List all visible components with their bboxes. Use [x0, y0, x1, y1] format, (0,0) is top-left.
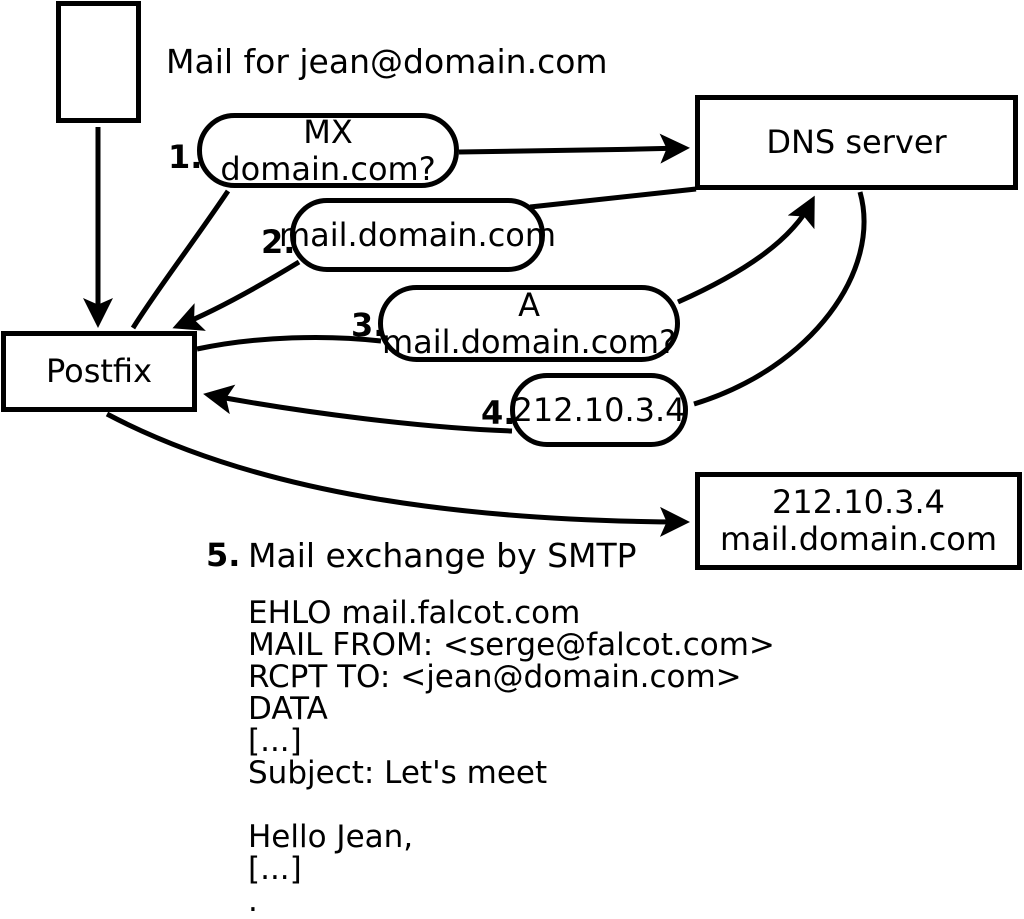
dns-server-node: DNS server: [695, 95, 1018, 190]
diagram-title: Mail for jean@domain.com: [166, 42, 608, 81]
step-number-4: 4.: [481, 394, 516, 432]
smtp-line-blank: [248, 789, 775, 821]
mail-server-hostname: mail.domain.com: [719, 520, 998, 558]
line-postfix-to-bubble1: [130, 189, 231, 330]
postfix-node: Postfix: [1, 331, 197, 412]
mail-server-ip: 212.10.3.4: [771, 483, 946, 521]
step-number-2: 2.: [261, 223, 296, 261]
postfix-label: Postfix: [45, 352, 153, 390]
smtp-transcript: EHLO mail.falcot.com MAIL FROM: <serge@f…: [248, 597, 775, 917]
line-dns-to-bubble2: [529, 186, 697, 210]
arrow-bubble1-to-dns: [458, 133, 690, 164]
arrow-postfix-to-mailserver: [105, 411, 690, 537]
smtp-line: Hello Jean,: [248, 819, 414, 855]
step-number-1: 1.: [168, 138, 203, 176]
line-postfix-to-bubble3: [196, 334, 382, 352]
arrow-bubble4-to-postfix: [203, 384, 513, 434]
smtp-line: MAIL FROM: <serge@falcot.com>: [248, 627, 775, 663]
smtp-step-label: Mail exchange by SMTP: [248, 536, 637, 575]
smtp-line: EHLO mail.falcot.com: [248, 595, 581, 631]
response-bubble-4: 212.10.3.4: [510, 373, 688, 447]
query-bubble-3: A mail.domain.com?: [378, 285, 680, 362]
mail-server-node: 212.10.3.4 mail.domain.com: [695, 472, 1022, 570]
query-bubble-3-label: A mail.domain.com?: [381, 285, 677, 361]
line-dns-to-bubble4: [693, 191, 867, 407]
step-number-5: 5.: [206, 536, 241, 574]
response-bubble-2: mail.domain.com: [279, 198, 556, 272]
envelope-node: [56, 1, 141, 123]
query-bubble-1-label: MX domain.com?: [220, 112, 436, 188]
smtp-line: .: [248, 883, 258, 919]
arrow-bubble2-to-postfix: [172, 259, 301, 331]
smtp-line: RCPT TO: <jean@domain.com>: [248, 659, 742, 695]
smtp-line: Subject: Let's meet: [248, 755, 548, 791]
arrow-bubble3-to-dns: [676, 195, 815, 305]
query-bubble-1: MX domain.com?: [197, 113, 459, 188]
smtp-line: [...]: [248, 851, 302, 887]
smtp-line: DATA: [248, 691, 328, 727]
response-bubble-4-label: 212.10.3.4: [512, 390, 686, 429]
response-bubble-2-label: mail.domain.com: [278, 215, 557, 254]
dns-server-label: DNS server: [766, 123, 947, 161]
smtp-line: [...]: [248, 723, 302, 759]
